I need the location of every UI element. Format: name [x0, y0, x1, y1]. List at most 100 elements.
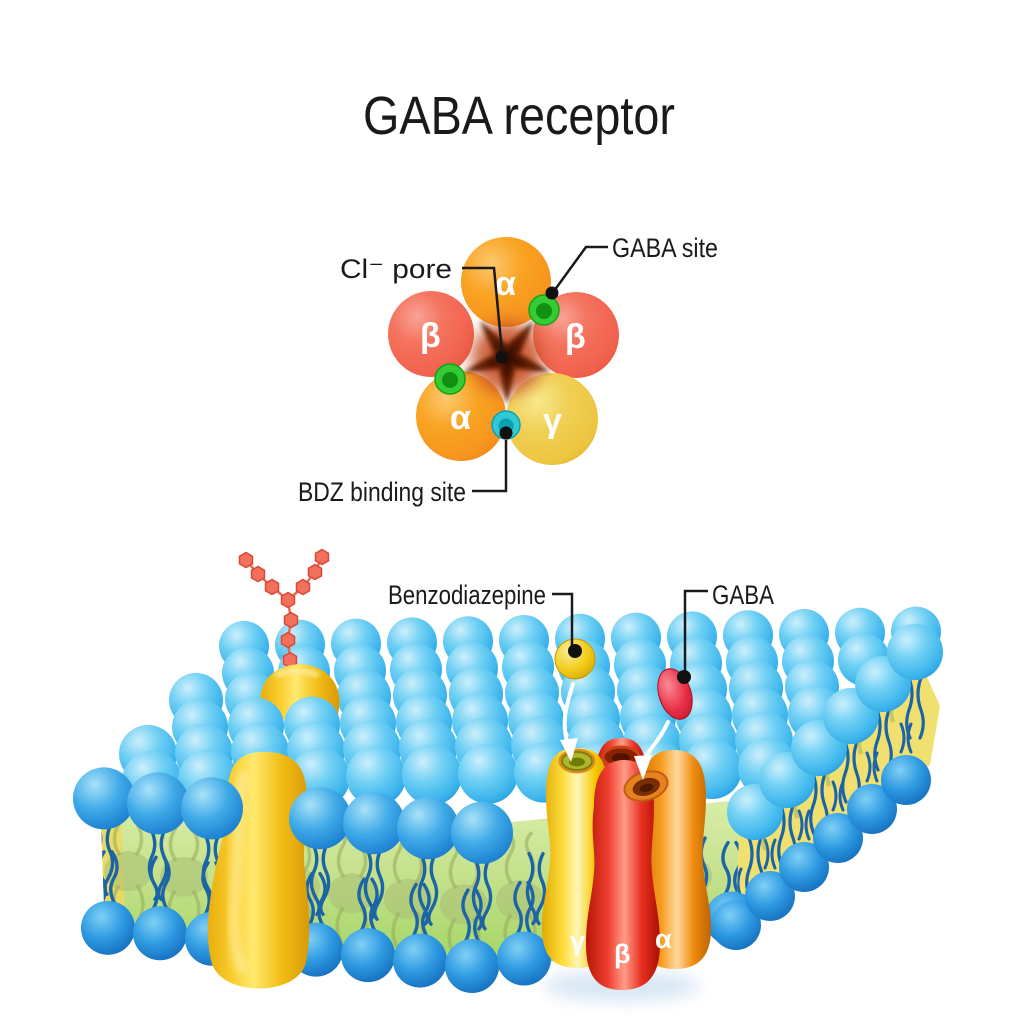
lipid-tail: [763, 838, 770, 870]
bdz-pore-rim: [558, 748, 596, 774]
gaba-site-label: GABA site: [612, 233, 718, 263]
lipid-head: [393, 933, 447, 988]
lipid-tail: [770, 838, 777, 870]
glycan-sugar-icon: [295, 578, 311, 596]
dome-highlight: [274, 667, 320, 679]
lipid-tail: [473, 888, 483, 944]
lipid-tail: [838, 780, 845, 812]
lipid-tail: [317, 871, 327, 928]
lipid-tail: [357, 877, 367, 933]
lipid-head: [887, 624, 943, 680]
lipid-tail: [916, 676, 925, 740]
lipid-tail: [100, 822, 105, 897]
lipid-head: [881, 755, 931, 805]
gaba-connector-line: [683, 589, 708, 672]
gaba-arrow-head: [634, 755, 652, 780]
subunit-beta-left: [388, 291, 474, 377]
glycan-sugar-icon: [264, 578, 280, 596]
lipid-head: [711, 900, 761, 950]
lipid-tail: [525, 880, 535, 937]
lipid-head: [779, 842, 829, 892]
lipid-head: [73, 767, 135, 830]
benzodiazepine-pointer-dot: [568, 644, 582, 658]
cl-pore-pointer-dot: [495, 350, 509, 364]
lipid-tail: [809, 772, 818, 836]
lipid-head: [813, 813, 863, 863]
bdz-pore-center: [569, 757, 585, 767]
lipid-head: [497, 931, 551, 986]
lipid-head: [402, 745, 462, 805]
gaba-pore-center: [639, 783, 654, 793]
lipid-tail: [865, 751, 872, 783]
lipid-tail: [201, 861, 211, 917]
glycan-sugar-icon: [314, 548, 330, 566]
lipid-tail: [481, 857, 493, 931]
benzodiazepine-label: Benzodiazepine: [388, 580, 546, 610]
gaba-site-pointer-dot: [545, 286, 559, 300]
receptor-top-view-diagram: α β β α γ Cl⁻ pore GABA site BDZ binding…: [298, 233, 718, 507]
receptor-alpha-label: α: [655, 924, 672, 954]
lipid-heads-front-edge: [73, 624, 943, 864]
lipid-tail: [899, 722, 906, 754]
lipid-head: [397, 797, 459, 860]
lipid-tail: [777, 804, 786, 868]
lipid-tail: [369, 877, 379, 933]
glycan-chain-icon: [238, 548, 330, 669]
glycan-sugar-icon: [307, 563, 323, 581]
lipid-tail: [872, 751, 879, 783]
gaba-receptor-channel: γ β α: [542, 738, 711, 1001]
lipid-head: [289, 787, 351, 850]
glycan-sugar-icon: [280, 591, 296, 609]
lipid-tail: [797, 809, 804, 841]
subunit-gamma: [506, 373, 598, 465]
receptor-gamma-label: γ: [570, 926, 585, 956]
lipid-head: [341, 928, 395, 983]
lipid-head: [346, 746, 406, 807]
gaba-pore: [623, 770, 669, 802]
lipid-tail: [841, 740, 850, 804]
lipid-tail: [804, 809, 811, 841]
lipid-tail: [535, 851, 547, 926]
back-lipid-head: [328, 873, 376, 914]
lipid-head: [133, 906, 187, 961]
benzodiazepine-molecule: [554, 638, 596, 680]
lipid-tail: [427, 852, 439, 926]
bdz-site-label: BDZ binding site: [298, 477, 466, 507]
alpha-lower-label: α: [450, 399, 471, 437]
glycan-linker: [245, 556, 324, 661]
lipid-tail: [109, 850, 119, 906]
lipid-tail: [421, 882, 431, 939]
subunit-alpha-lower: [416, 371, 506, 461]
lipid-head: [847, 784, 897, 834]
receptor-beta-subunit: [586, 760, 660, 990]
top-view-annotations: Cl⁻ pore GABA site BDZ binding site: [298, 233, 718, 507]
lipid-head: [343, 792, 405, 855]
gaba-pointer-dot: [677, 670, 691, 684]
subunit-alpha-top: [461, 237, 551, 327]
lipid-tail: [409, 882, 419, 939]
beta-left-label: β: [420, 317, 441, 355]
benzodiazepine-arrow-head: [560, 738, 578, 762]
benzodiazepine-arrow-shaft: [562, 682, 575, 746]
gaba-site-connector-line: [552, 245, 608, 292]
glycan-sugar-icon: [280, 631, 296, 649]
membrane-diagram: γ β α Benzodiazepine GABA: [73, 548, 943, 1001]
cl-pore-label: Cl⁻ pore: [340, 254, 452, 284]
alpha-top-label: α: [495, 265, 516, 303]
lipid-tail: [373, 847, 385, 921]
back-lipid-head: [160, 856, 208, 897]
lipid-tail: [461, 888, 471, 944]
lipid-head: [127, 772, 189, 835]
page-title: GABA receptor: [363, 86, 675, 146]
lipid-head: [451, 801, 513, 864]
lipid-tail: [305, 871, 315, 928]
glycan-sugar-icon: [250, 565, 266, 583]
glycan-sugar-icon: [283, 611, 299, 629]
membrane-annotations: Benzodiazepine GABA: [388, 580, 774, 684]
lipid-tail: [149, 855, 159, 911]
lipid-head: [458, 743, 518, 804]
gamma-label: γ: [543, 402, 562, 440]
lipid-head: [445, 939, 499, 994]
